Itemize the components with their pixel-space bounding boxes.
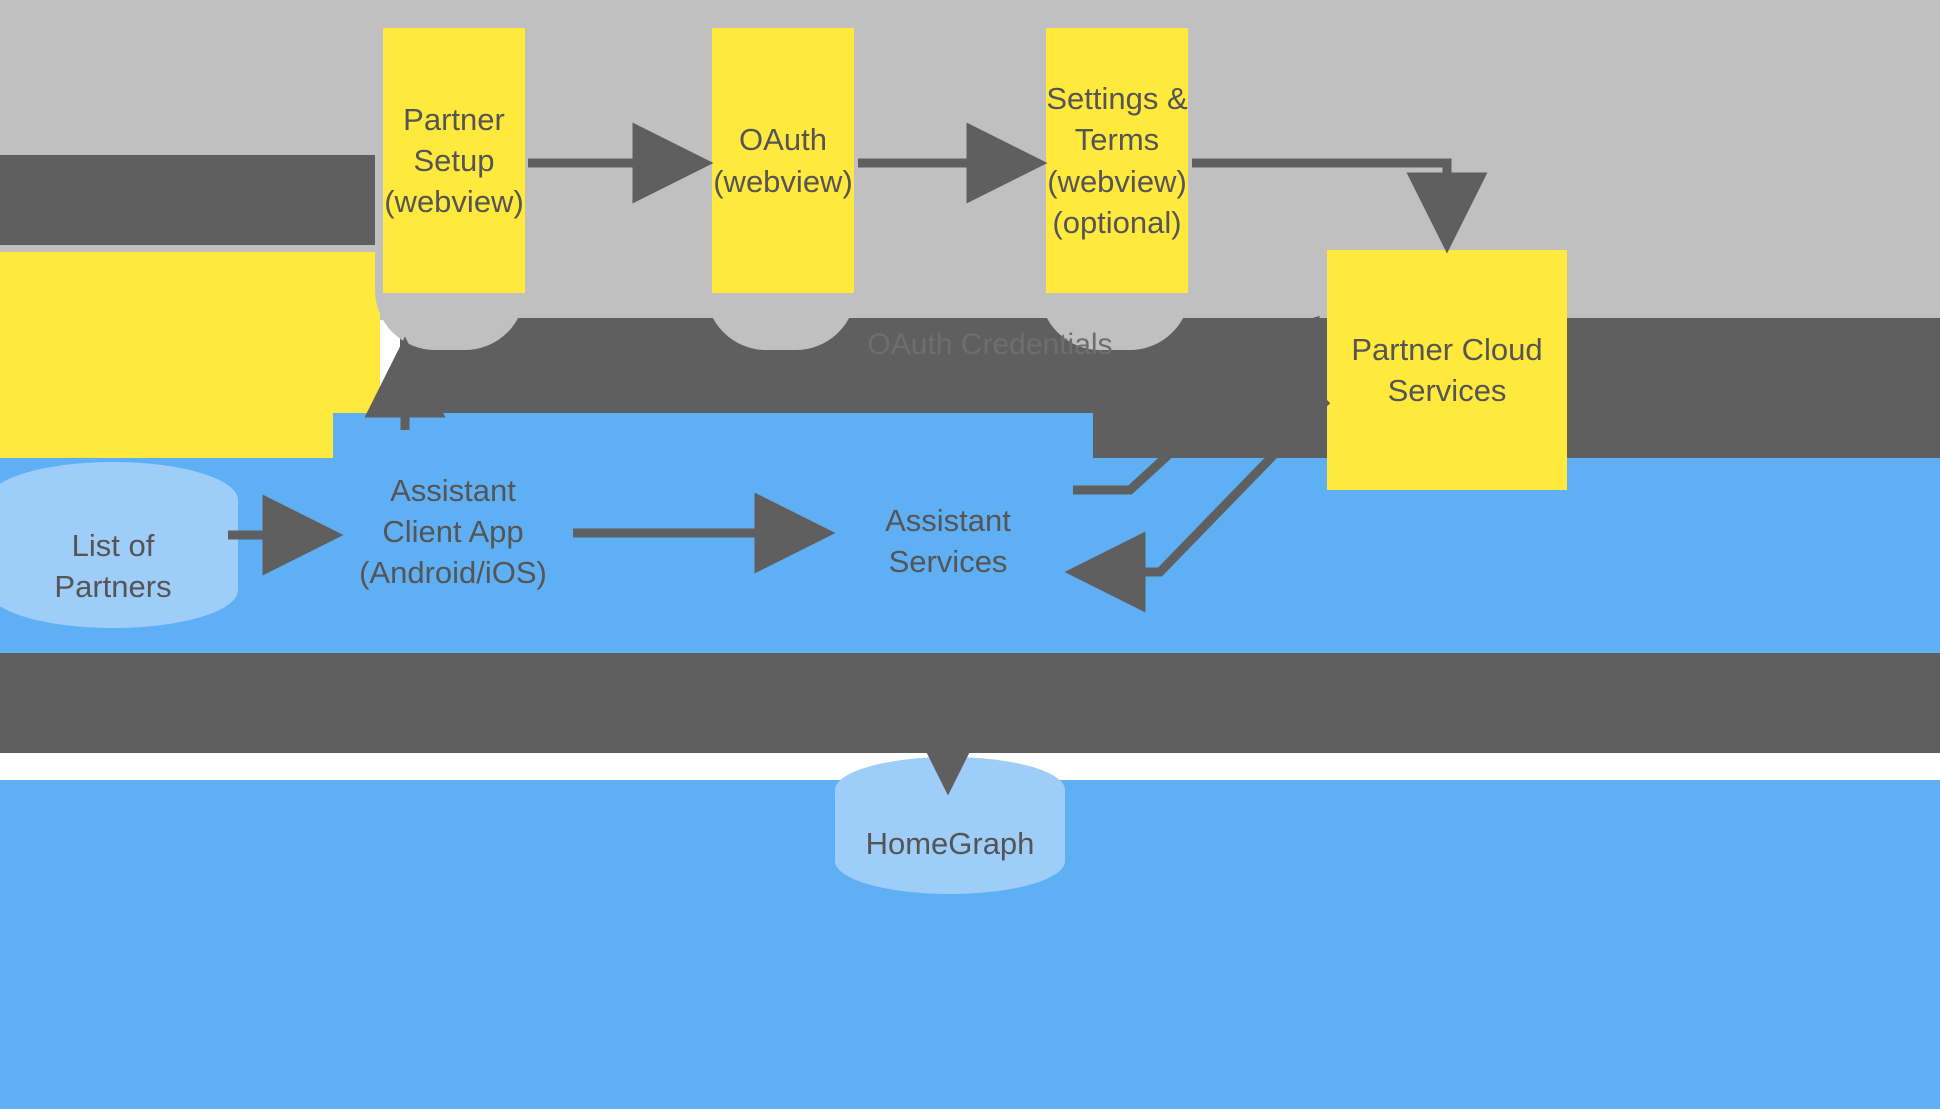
node-oauth-label: OAuth (webview) [713,122,853,199]
edge-label-oauth-credentials: OAuth Credentials [867,328,1113,361]
node-assistant-client-app-label: Assistant Client App (Android/iOS) [359,473,547,591]
node-partner-setup-label: Partner Setup (webview) [384,101,524,220]
node-assistant-services-label: Assistant Services [885,503,1011,580]
cylinder-list-of-partners-top [0,462,238,538]
node-list-of-partners-label: List of Partners [54,528,172,605]
node-partner-cloud-services-label: Partner Cloud Services [1351,331,1543,408]
background-dark-band-lower [0,653,1940,753]
gray-panel-overlay-top [0,0,1940,28]
node-settings-terms[interactable]: Settings & Terms (webview) (optional) [1046,28,1188,293]
node-homegraph-label: HomeGraph [865,826,1035,861]
cylinder-homegraph-bottom [835,828,1065,894]
node-settings-terms-label: Settings & Terms (webview) (optional) [1046,81,1188,240]
cylinder-list-of-partners-bottom [0,552,238,628]
node-partner-setup[interactable]: Partner Setup (webview) [383,28,525,293]
background-dark-band-top [0,155,400,245]
node-oauth[interactable]: OAuth (webview) [712,28,854,293]
node-partner-cloud-services[interactable]: Partner Cloud Services [1327,250,1567,490]
cylinder-homegraph-top [835,757,1065,823]
